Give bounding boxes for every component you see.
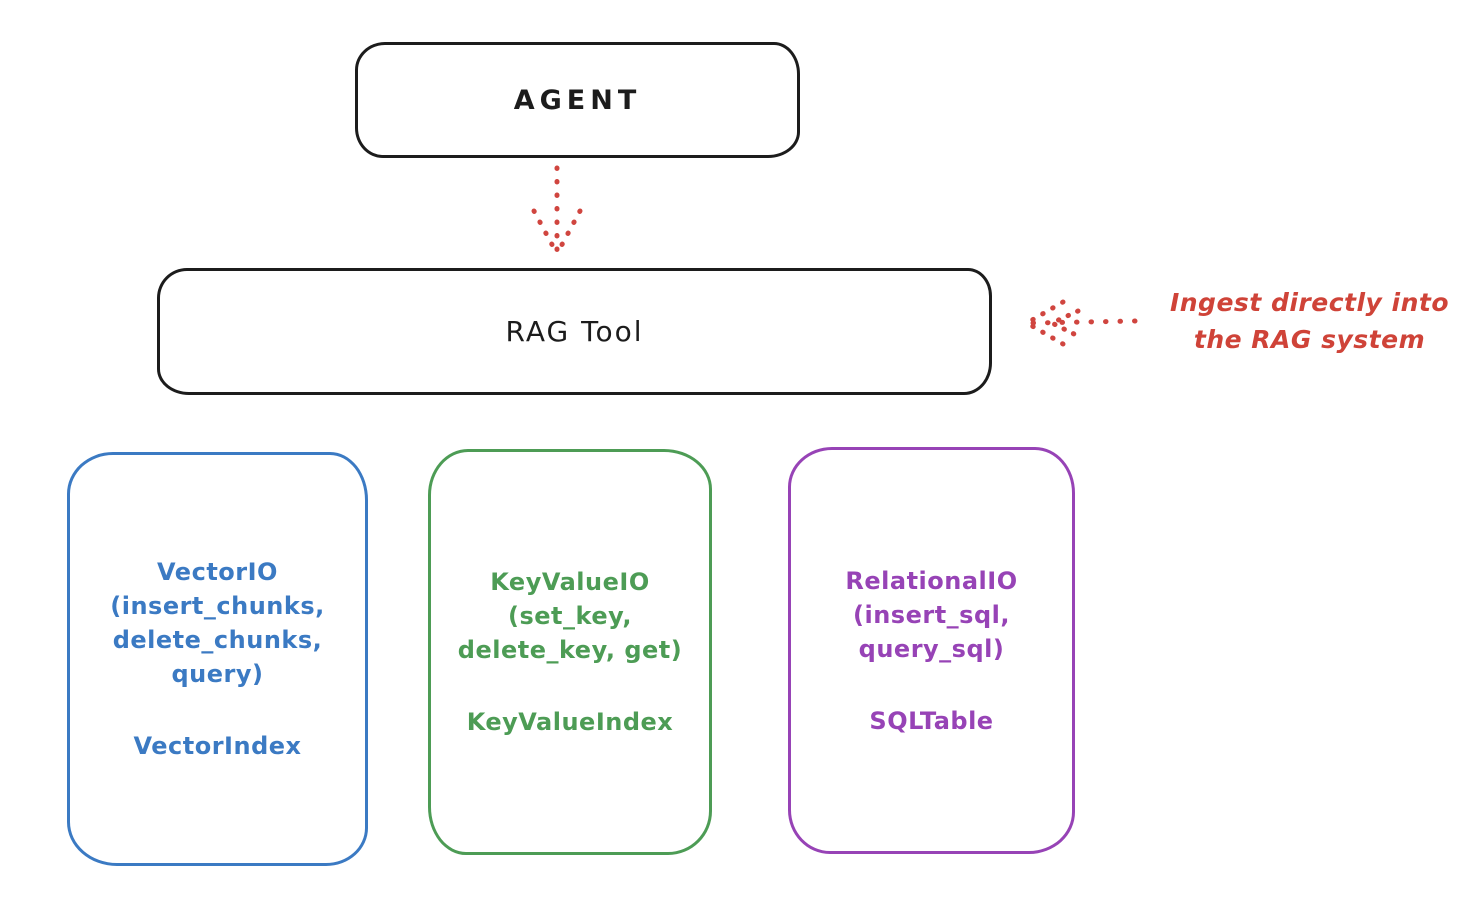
vector-io-methods-label: VectorIO (insert_chunks, delete_chunks, …	[110, 558, 325, 688]
keyvalue-index-label: KeyValueIndex	[466, 708, 674, 736]
rag-tool-node-label: RAG Tool	[505, 315, 644, 348]
relational-io-methods-label: RelationalIO (insert_sql, query_sql)	[845, 566, 1018, 663]
keyvalue-io-methods-label: KeyValueIO (set_key, delete_key, get)	[457, 568, 683, 664]
ingest-annotation-text: Ingest directly into the RAG system	[1169, 288, 1450, 354]
agent-node: AGENT	[355, 42, 800, 158]
agent-node-label: AGENT	[513, 84, 642, 116]
vector-index-label: VectorIndex	[133, 732, 302, 760]
sql-table-label: SQLTable	[869, 706, 994, 735]
vector-io-node: VectorIO (insert_chunks, delete_chunks, …	[67, 452, 368, 866]
keyvalue-io-node: KeyValueIO (set_key, delete_key, get) Ke…	[428, 449, 712, 855]
relational-io-node: RelationalIO (insert_sql, query_sql) SQL…	[788, 447, 1075, 854]
agent-to-ragtool-arrow-icon	[531, 165, 583, 255]
annotation-to-ragtool-arrow-icon	[1024, 299, 1138, 347]
rag-tool-node: RAG Tool	[157, 268, 992, 395]
